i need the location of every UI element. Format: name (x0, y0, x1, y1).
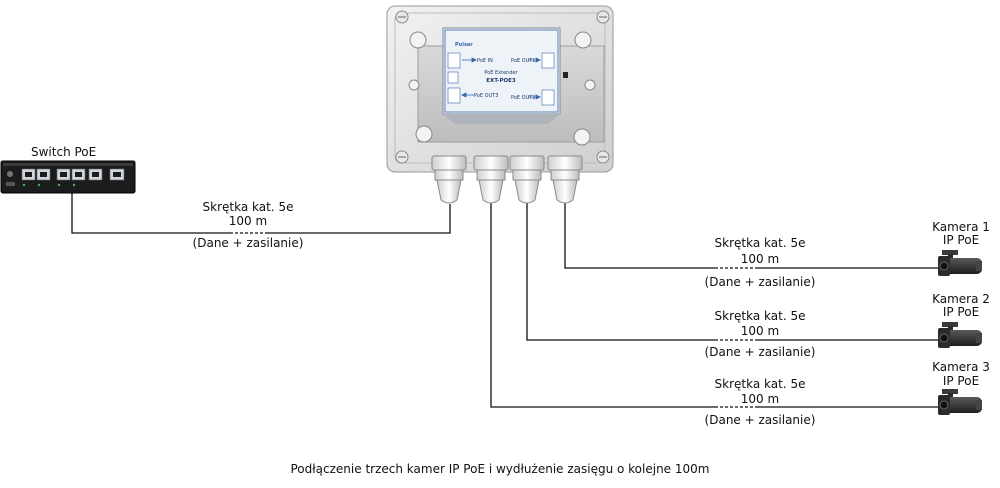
link-1-line1: Skrętka kat. 5e (714, 236, 806, 250)
cable-extender-to-camera-2 (526, 202, 940, 341)
link-2-line3: (Dane + zasilanie) (704, 345, 816, 359)
camera-1-line2: IP PoE (942, 233, 980, 247)
camera-2 (938, 322, 982, 348)
camera-2-line2: IP PoE (942, 305, 980, 319)
camera-3-line1: Kamera 3 (932, 360, 990, 374)
extender-brand: Pulsar (455, 42, 473, 48)
camera-1-line1: Kamera 1 (932, 220, 990, 234)
extender-port-out3: PoE OUT3 (474, 93, 498, 99)
caption: Podłączenie trzech kamer IP PoE i wydłuż… (290, 462, 710, 476)
poe-switch (0, 160, 136, 194)
link-2-line2: 100 m (740, 324, 780, 338)
extender-model: EXT-POE3 (486, 78, 516, 84)
link-1-line2: 100 m (740, 252, 780, 266)
link-2-line1: Skrętka kat. 5e (714, 309, 806, 323)
cable-switch-to-extender (71, 193, 451, 234)
link-1-line3: (Dane + zasilanie) (704, 275, 816, 289)
link-3-line3: (Dane + zasilanie) (704, 413, 816, 427)
switch-label: Switch PoE (31, 145, 97, 159)
camera-1 (938, 250, 982, 276)
link-0-line1: Skrętka kat. 5e (202, 200, 294, 214)
extender-port-out1: PoE OUT1 (511, 58, 535, 64)
cable-glands (431, 155, 583, 204)
extender-port-out2: PoE OUT2 (511, 95, 535, 101)
camera-2-line1: Kamera 2 (932, 292, 990, 306)
extender-title: PoE Extender (484, 70, 518, 76)
link-0-line3: (Dane + zasilanie) (192, 236, 304, 250)
link-3-line2: 100 m (740, 392, 780, 406)
camera-3-line2: IP PoE (942, 374, 980, 388)
camera-3 (938, 389, 982, 415)
extender-port-in: PoE IN (477, 58, 493, 64)
cable-extender-to-camera-3 (490, 202, 940, 408)
link-3-line1: Skrętka kat. 5e (714, 377, 806, 391)
cable-extender-to-camera-1 (564, 202, 940, 269)
extender-enclosure: Pulsar PoE Extender EXT-POE3 PoE IN PoE … (386, 5, 614, 173)
link-0-line2: 100 m (228, 214, 268, 228)
